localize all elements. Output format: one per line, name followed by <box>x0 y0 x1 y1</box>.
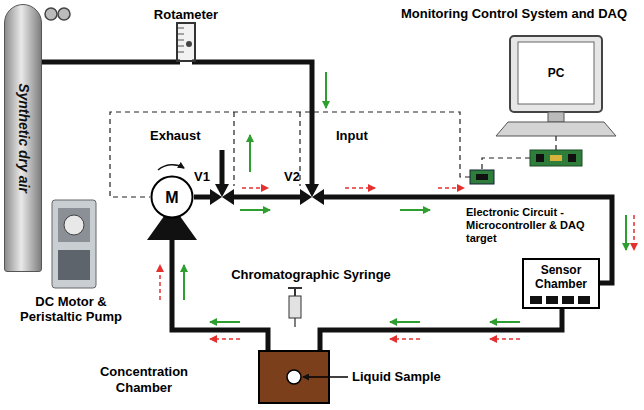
keyboard-base <box>496 122 616 136</box>
pump-label: DC Motor & Peristaltic Pump <box>4 294 138 324</box>
flow-arrow <box>210 338 240 340</box>
chamber-label: Concentration Chamber <box>84 364 204 396</box>
leader-line <box>303 376 348 378</box>
flow-arrow <box>242 187 268 189</box>
liquid-sample-label: Liquid Sample <box>352 369 441 384</box>
rotameter-tick <box>178 28 184 29</box>
valve-triangle <box>305 184 319 197</box>
monitor-stand <box>548 112 564 122</box>
control-line <box>555 136 556 150</box>
flow-arrow <box>400 209 430 211</box>
rotation-arrow <box>158 165 184 170</box>
control-line <box>482 158 530 170</box>
pipe-line <box>172 219 268 350</box>
syringe-label: Chromatographic Syringe <box>218 267 404 282</box>
rotameter-tick <box>178 52 184 53</box>
circuit-label: Electronic Circuit - Microcontroller & D… <box>466 206 598 245</box>
gas-cylinder: Synthetic dry air <box>4 4 42 272</box>
rotameter-float <box>186 41 192 47</box>
flow-arrow <box>390 338 420 340</box>
valve-label: V2 <box>284 169 300 184</box>
sensor-chamber: Sensor Chamber <box>522 258 600 309</box>
rotameter-label: Rotameter <box>154 7 218 22</box>
monitor-screen <box>518 42 594 104</box>
motor-circle <box>152 177 193 218</box>
flow-arrow <box>325 72 327 108</box>
regulator-knob <box>58 8 70 20</box>
flow-arrow <box>625 215 627 250</box>
control-line <box>233 112 234 186</box>
pump-head <box>58 208 90 242</box>
flow-arrow <box>240 209 270 211</box>
flow-arrow <box>390 321 420 323</box>
pipe-line <box>42 60 180 65</box>
pump-rotor <box>64 215 84 235</box>
rotameter: Rotameter <box>176 22 196 62</box>
flow-arrow <box>438 187 464 189</box>
syringe-handle <box>288 287 302 289</box>
gas-sensor <box>546 296 558 304</box>
valve-label: V1 <box>194 169 210 184</box>
pc-station: Monitoring Control System and DAQ PC <box>388 4 640 138</box>
gas-sensor <box>562 296 574 304</box>
flow-arrow <box>490 321 520 323</box>
pipe-line <box>192 62 312 184</box>
daq-board <box>530 150 582 166</box>
flow-arrow <box>345 187 375 189</box>
regulator-knob <box>45 8 57 20</box>
pump-motor-body <box>58 250 90 280</box>
pipe-line <box>194 195 210 200</box>
cylinder-label: Synthetic dry air <box>16 83 31 193</box>
green-flow-arrows <box>184 72 626 322</box>
rotameter-tick <box>178 34 184 35</box>
flow-arrow <box>210 321 240 323</box>
syringe-barrel <box>289 296 301 318</box>
pc-heading: Monitoring Control System and DAQ <box>388 6 640 21</box>
board-chip <box>536 154 544 162</box>
motor-label: M <box>165 190 178 205</box>
valve-outline <box>210 184 234 205</box>
sensor-label: Sensor Chamber <box>524 260 598 291</box>
flow-arrow <box>633 215 635 250</box>
rotameter-tick <box>178 40 184 41</box>
concentration-chamber: Concentration Chamber <box>258 350 330 404</box>
valve-outline <box>300 184 324 205</box>
monitor-frame <box>510 36 602 112</box>
exhaust-label: Exhaust <box>150 128 201 143</box>
input-label: Input <box>336 128 368 143</box>
board-connector <box>550 155 562 161</box>
pipe-line <box>320 309 562 350</box>
liquid-sample-drop <box>287 370 301 384</box>
gas-sensor <box>578 296 590 304</box>
gas-sensor <box>530 296 542 304</box>
microcontroller-board <box>470 170 494 184</box>
flow-arrow <box>183 265 185 300</box>
three-way-valve: V2 <box>300 184 324 205</box>
board-chip <box>568 154 576 162</box>
exhaust-pipe <box>220 150 225 184</box>
valve-triangle <box>215 184 229 197</box>
rotameter-tube <box>176 22 196 62</box>
flow-arrow <box>159 265 161 300</box>
syringe-needle <box>294 318 296 327</box>
pipe-line <box>234 195 300 200</box>
flow-arrow <box>490 338 520 340</box>
rotameter-tick <box>178 46 184 47</box>
pump-photo <box>52 200 96 288</box>
microcontroller-chip <box>476 174 488 180</box>
pc-screen-text: PC <box>548 66 565 81</box>
pump-motor: M <box>150 175 194 219</box>
syringe-plunger <box>294 288 296 296</box>
flow-arrow <box>249 135 251 172</box>
three-way-valve: V1 <box>210 184 234 205</box>
